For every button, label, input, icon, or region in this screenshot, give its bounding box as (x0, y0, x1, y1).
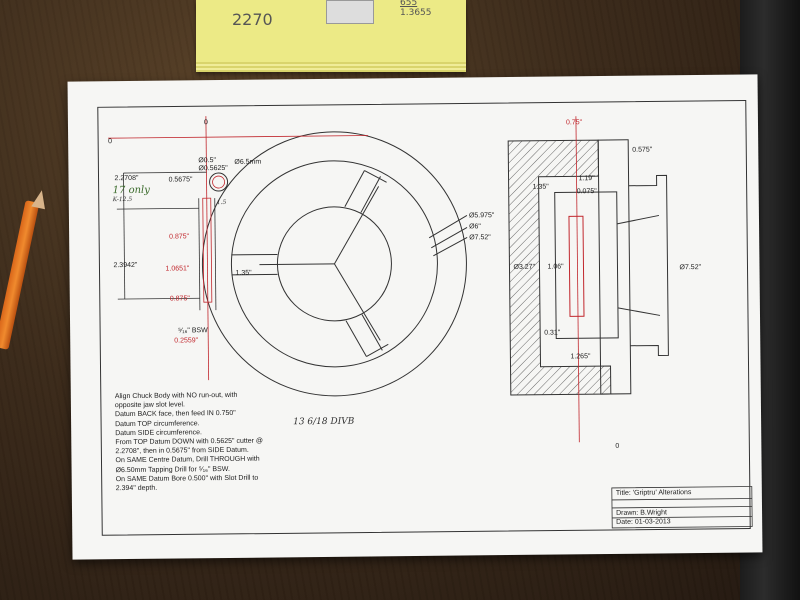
middle-circle (230, 160, 438, 368)
machining-instructions: Align Chuck Body with NO run-out, with o… (115, 390, 306, 493)
label-zero-left: 0 (108, 138, 112, 145)
front-view (201, 131, 468, 397)
label-1-06: 1.06" (547, 263, 564, 270)
label-0-575: 0.575" (632, 147, 653, 154)
slot-edge-1 (364, 170, 387, 183)
leader-752 (433, 237, 468, 257)
hand-note-green: 17 only (113, 185, 151, 196)
label-3-27: Ø3.27" (513, 264, 535, 271)
title-row-line-1 (611, 498, 752, 501)
slot-edge-4 (366, 343, 389, 357)
taper-line-bottom (617, 307, 661, 316)
body-outline (597, 139, 632, 395)
leader-6 (431, 227, 468, 249)
section-view (507, 116, 669, 443)
label-2-3942: 2.3942" (113, 262, 137, 269)
engineering-drawing-sheet: 0 0 Ø0.5" Ø0.5625" Ø6.5mm 0.5675" 2.2708… (67, 74, 763, 560)
notepad-page-edges (196, 62, 466, 72)
eraser-block (326, 0, 374, 24)
drawing-border (97, 100, 751, 536)
label-1-35-left: 1.35" (235, 270, 252, 277)
hole-circle-red (212, 175, 225, 189)
dim-ext-3 (117, 297, 200, 300)
label-0-75: 0.75" (566, 119, 583, 126)
slot-line-r (214, 198, 217, 311)
slot-black-lines (116, 171, 217, 311)
label-0-075: 0.075" (577, 188, 598, 195)
hand-div-note: 13 6/18 DIVB (293, 417, 355, 428)
title-row-line-2 (612, 506, 753, 509)
hand-small-mark: 1.5 (217, 199, 227, 206)
slot-line-l (198, 198, 201, 311)
outer-circle (201, 131, 467, 397)
slot-edge-6 (345, 320, 367, 357)
dim-2394 (123, 173, 126, 300)
dim-ext-2 (116, 207, 199, 210)
jaw-line-3 (259, 263, 335, 266)
label-6: Ø6" (469, 223, 481, 230)
leader-5975 (428, 215, 468, 239)
notepad-note: 2270 (232, 10, 273, 29)
taper-line-top (616, 214, 660, 225)
boss-outline (628, 174, 669, 356)
label-d0-5625: Ø0.5625" (198, 165, 228, 172)
jaw-line-1 (334, 186, 380, 265)
title-block-title: Title: 'Griptru' Alterations (615, 489, 692, 497)
label-zero-bottom: 0 (615, 443, 619, 450)
title-block (611, 486, 753, 529)
hole-circle (209, 172, 229, 192)
slot-edge-5 (361, 314, 383, 351)
drawing-svg: 0 0 Ø0.5" Ø0.5625" Ø6.5mm 0.5675" 2.2708… (97, 100, 753, 536)
label-d6-5mm: Ø6.5mm (234, 159, 261, 166)
label-1-265: 1.265" (570, 353, 591, 360)
label-d0-5: Ø0.5" (198, 157, 216, 164)
slot-edge-3 (344, 170, 365, 207)
label-7-52-right: Ø7.52" (679, 264, 701, 271)
label-0-31: 0.31" (544, 329, 561, 336)
label-zero-top: 0 (204, 119, 208, 126)
label-1-0651: 1.0651" (165, 265, 189, 272)
red-slot-section (568, 215, 585, 317)
label-1-35-right: 1.35" (533, 184, 550, 191)
slot-edge-2 (360, 176, 381, 213)
notepad-small-note-top: 655 (400, 0, 418, 8)
label-bsw: ⁵⁄₁₆" BSW (178, 327, 208, 334)
yellow-notepad: 2270 (196, 0, 466, 72)
title-block-date: Date: 01-03-2013 (616, 518, 671, 526)
hand-note-green-sub: K-12.5 (112, 196, 133, 203)
label-7-52-left: Ø7.52" (469, 234, 491, 241)
section-centre-line (575, 116, 580, 443)
jaw-line-2 (334, 263, 381, 341)
label-1-19: 1.19" (579, 175, 596, 182)
label-0-5675: 0.5675" (169, 176, 193, 183)
horizontal-datum-line (108, 135, 369, 139)
label-0-875-b: 0.875" (170, 295, 191, 302)
label-5-975: Ø5.975" (469, 212, 495, 219)
dim-ext-1 (123, 171, 207, 174)
front-centre-lines (108, 116, 369, 381)
bore-outline (554, 191, 619, 340)
title-block-drawn: Drawn: B.Wright (616, 509, 667, 517)
label-0-2559: 0.2559" (174, 337, 198, 344)
vertical-centre-line (205, 116, 210, 381)
notepad-small-note-bottom: 1.3655 (400, 8, 432, 18)
label-2-2708: 2.2708" (114, 175, 138, 182)
slot-outline (202, 197, 213, 303)
title-row-line-3 (612, 516, 753, 519)
label-0-875-a: 0.875" (169, 233, 190, 240)
